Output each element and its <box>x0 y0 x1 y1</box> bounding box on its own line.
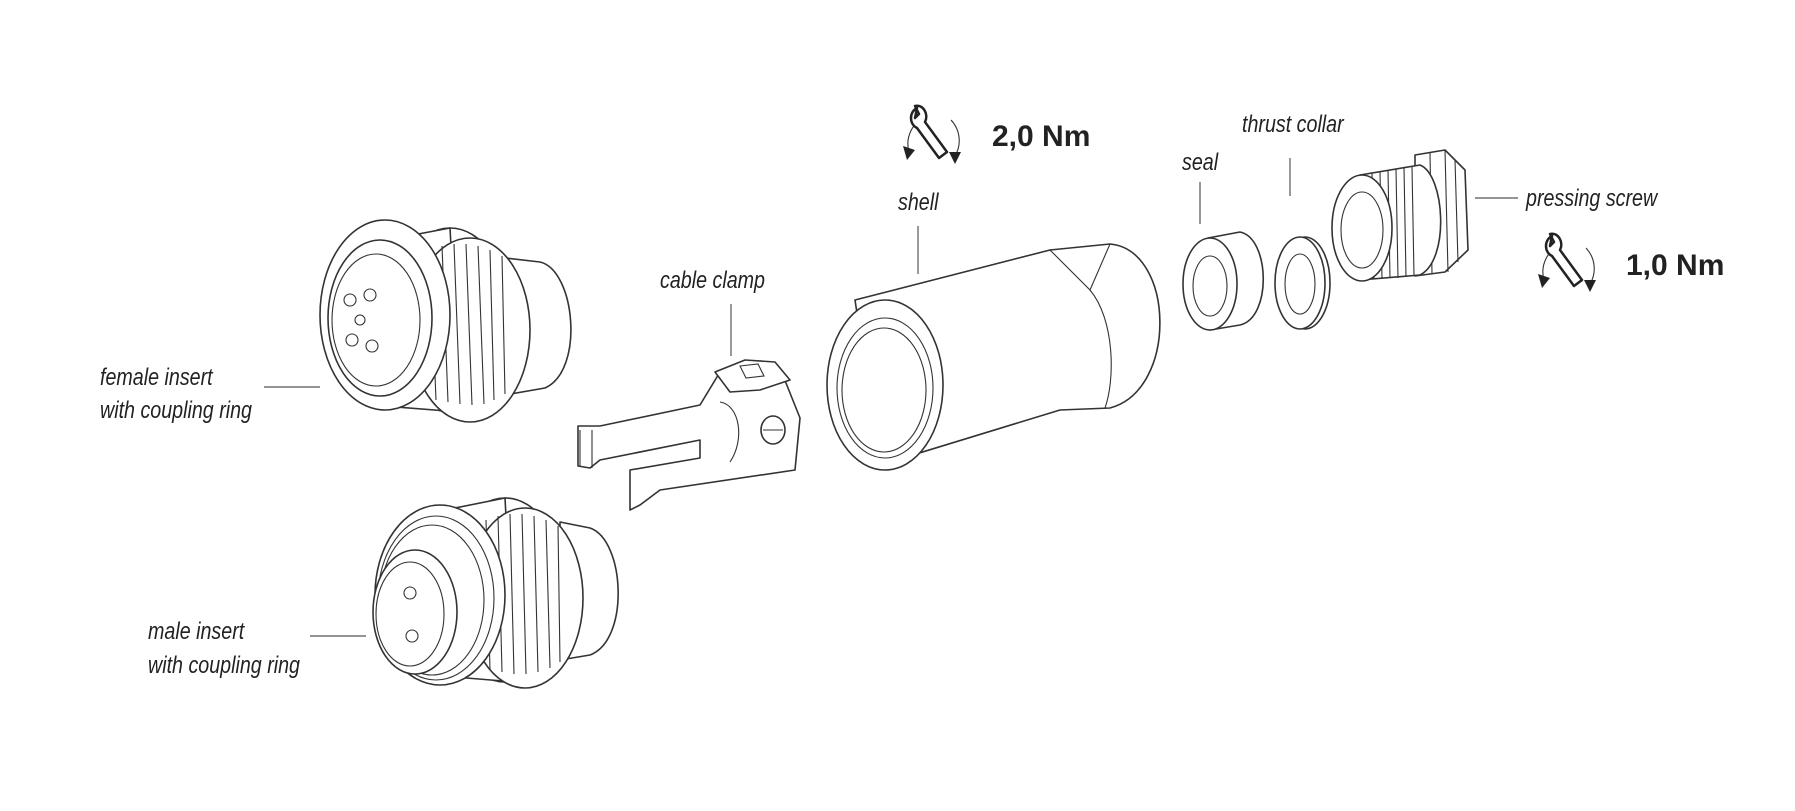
thrust-collar-label: thrust collar <box>1242 110 1345 137</box>
seal <box>1182 182 1265 331</box>
female-insert-label-line2: with coupling ring <box>100 396 252 423</box>
torque-shell: 2,0 Nm <box>992 120 1090 153</box>
cable-clamp-label: cable clamp <box>660 266 765 293</box>
shell-label: shell <box>898 188 939 215</box>
male-insert-label-line1: male insert <box>148 617 245 644</box>
wrench-torque-icon <box>1536 232 1598 294</box>
shell <box>826 226 1161 471</box>
female-insert-with-coupling-ring <box>264 219 572 423</box>
pressing-screw <box>1331 149 1518 282</box>
male-insert-with-coupling-ring <box>310 497 619 689</box>
wrench-torque-icon <box>901 104 963 166</box>
pressing-screw-label: pressing screw <box>1525 184 1659 211</box>
torque-pressing-screw: 1,0 Nm <box>1626 249 1724 282</box>
thrust-collar <box>1274 158 1331 330</box>
female-insert-label-line1: female insert <box>100 363 213 390</box>
cable-clamp <box>577 304 801 511</box>
male-insert-label-line2: with coupling ring <box>148 651 300 678</box>
seal-label: seal <box>1182 148 1219 175</box>
